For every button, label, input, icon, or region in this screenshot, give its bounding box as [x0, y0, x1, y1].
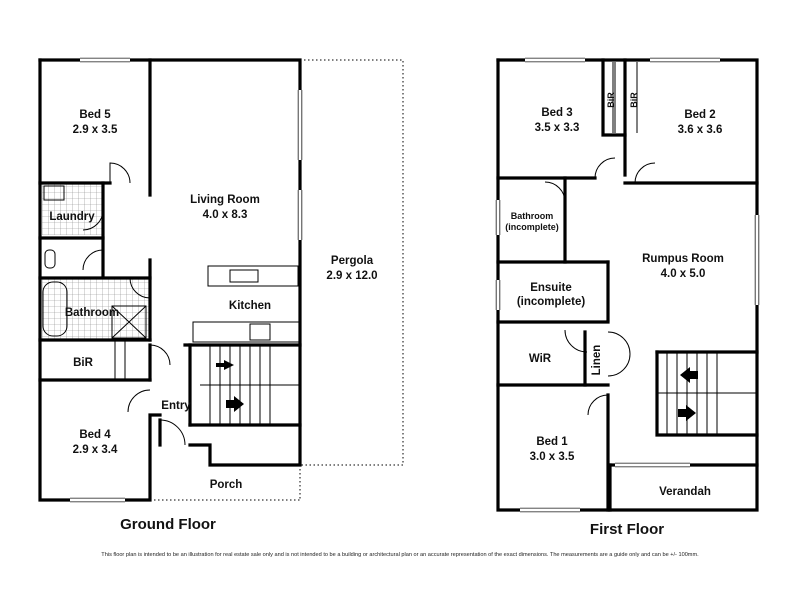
- ground-floor-plan: Bed 5 2.9 x 3.5 Living Room 4.0 x 8.3 Pe…: [38, 57, 404, 533]
- room-label-bed3: Bed 3: [541, 107, 572, 119]
- door-swing: [129, 277, 151, 299]
- room-label-bir-2: BiR: [629, 92, 639, 108]
- room-label-bed4: Bed 4: [79, 429, 111, 441]
- window-frame: [520, 462, 690, 513]
- room-size-bed2: 3.6 x 3.6: [678, 124, 723, 136]
- room-label-kitchen: Kitchen: [229, 300, 271, 312]
- door-swing: [82, 249, 104, 271]
- room-label-linen: Linen: [591, 345, 603, 376]
- toilet: [44, 249, 56, 269]
- room-label-entry: Entry: [161, 400, 191, 412]
- first-floor-title: First Floor: [590, 521, 664, 538]
- door-swing: [109, 162, 131, 184]
- sink: [229, 269, 259, 283]
- room-label-rumpus: Rumpus Room: [642, 253, 724, 265]
- door-swing: [594, 157, 616, 179]
- room-size-bed3: 3.5 x 3.3: [535, 122, 580, 134]
- room-label-bed5: Bed 5: [79, 109, 111, 121]
- kitchen-bench: [192, 321, 301, 343]
- room-label-bed2: Bed 2: [684, 109, 715, 121]
- cooktop: [249, 323, 271, 341]
- stair-arrow-icon: [226, 396, 244, 412]
- room-label-bir: BiR: [73, 357, 94, 369]
- bathtub: [42, 281, 68, 337]
- door-swing: [634, 162, 656, 184]
- room-label-bir-1: BiR: [606, 92, 616, 108]
- kitchen-island: [207, 265, 299, 287]
- door-swing: [587, 394, 609, 416]
- room-size-rumpus: 4.0 x 5.0: [661, 268, 706, 280]
- window-frame: [754, 215, 760, 305]
- door-swing: [159, 419, 186, 446]
- room-size-bed1: 3.0 x 3.5: [530, 451, 575, 463]
- window-frame: [495, 200, 501, 310]
- ground-stairs: [200, 345, 300, 425]
- disclaimer-text: This floor plan is intended to be an ill…: [101, 552, 699, 558]
- room-label-verandah: Verandah: [659, 486, 711, 498]
- pergola-outline: [300, 59, 404, 466]
- room-label-wir: WiR: [529, 353, 552, 365]
- first-floor-stairs: [657, 352, 757, 435]
- room-label-pergola: Pergola: [331, 255, 374, 267]
- window-frame: [70, 497, 125, 503]
- room-label-ensuite: Ensuite: [530, 282, 572, 294]
- room-label-bathroom: Bathroom: [65, 307, 119, 319]
- stair-arrow-icon: [216, 360, 234, 370]
- ground-outer-wall-left: [38, 58, 162, 502]
- shower-drain: [111, 305, 147, 339]
- room-note-ensuite: (incomplete): [517, 296, 586, 308]
- ground-floor-title: Ground Floor: [120, 516, 216, 533]
- bir-partition: [114, 340, 126, 380]
- first-floor-plan: Bed 3 3.5 x 3.3 BiR BiR Bed 2 3.6 x 3.6 …: [495, 57, 760, 538]
- room-size-bed5: 2.9 x 3.5: [73, 124, 118, 136]
- laundry-tub: [43, 185, 65, 201]
- linen-doors: [607, 331, 631, 377]
- stairs-wall: [655, 350, 759, 437]
- stair-arrow-icon: [680, 367, 698, 383]
- laundry-tiles: [42, 183, 102, 235]
- door-swing: [544, 181, 566, 203]
- door-swing: [564, 329, 588, 353]
- stair-arrow-icon: [678, 405, 696, 421]
- window-frame: [297, 190, 303, 240]
- room-note-bathroom: (incomplete): [505, 222, 559, 232]
- window-frame: [80, 57, 130, 63]
- room-size-bed4: 2.9 x 3.4: [73, 444, 118, 456]
- shower: [111, 305, 147, 339]
- window-frame: [525, 57, 720, 63]
- room-label-bathroom: Bathroom: [511, 211, 554, 221]
- bir-walls: [601, 58, 627, 137]
- robe-rails: [612, 62, 638, 133]
- door-swing: [127, 389, 151, 413]
- bathroom-tiles: [42, 278, 150, 340]
- room-label-living: Living Room: [190, 194, 260, 206]
- door-swing: [82, 209, 104, 231]
- ground-outer-wall: [38, 58, 302, 467]
- room-size-living: 4.0 x 8.3: [203, 209, 248, 221]
- room-size-pergola: 2.9 x 12.0: [326, 270, 377, 282]
- room-label-laundry: Laundry: [49, 211, 95, 223]
- room-label-bed1: Bed 1: [536, 436, 568, 448]
- door-swing: [149, 344, 171, 366]
- window-frame: [297, 90, 303, 160]
- room-label-porch: Porch: [210, 479, 243, 491]
